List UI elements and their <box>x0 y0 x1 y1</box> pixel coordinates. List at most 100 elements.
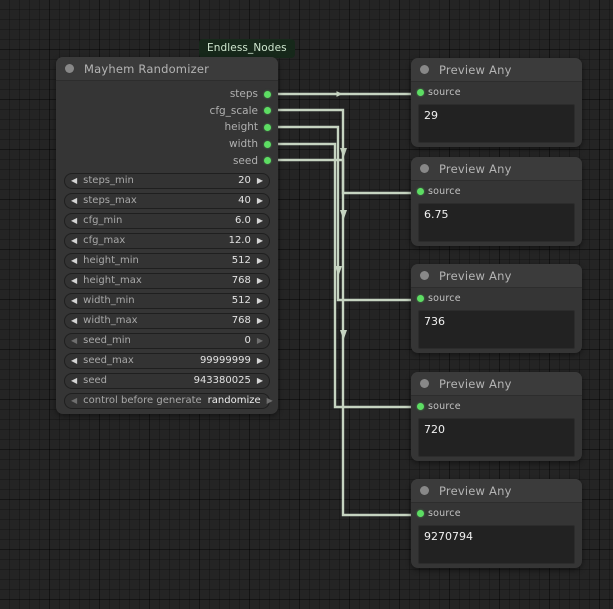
output-slot-seed[interactable]: seed <box>56 152 278 169</box>
widget-steps-max[interactable]: ◀ steps_max 40 ▶ <box>64 192 270 209</box>
node-title-bar[interactable]: Preview Any <box>411 58 582 82</box>
widget-value[interactable]: 99999999 <box>199 355 251 367</box>
preview-output-box[interactable]: 720 <box>418 418 575 457</box>
node-title-bar[interactable]: Preview Any <box>411 372 582 396</box>
widget-value[interactable]: 512 <box>231 255 251 267</box>
circle-dot-icon[interactable] <box>420 379 429 388</box>
node-title-label: Preview Any <box>439 161 512 176</box>
node-title-bar[interactable]: Mayhem Randomizer <box>56 57 278 81</box>
preview-output-box[interactable]: 9270794 <box>418 525 575 564</box>
output-slot-cfg-scale[interactable]: cfg_scale <box>56 103 278 120</box>
widget-value[interactable]: 20 <box>238 175 251 187</box>
input-connector-dot[interactable] <box>417 294 424 302</box>
circle-dot-icon[interactable] <box>420 486 429 495</box>
widget-cfg-min[interactable]: ◀ cfg_min 6.0 ▶ <box>64 212 270 229</box>
previous-option-arrow-icon[interactable]: ◀ <box>71 395 78 405</box>
decrement-arrow-icon[interactable]: ◀ <box>71 295 78 305</box>
widget-value[interactable]: 943380025 <box>193 375 251 387</box>
node-title-bar[interactable]: Preview Any <box>411 264 582 288</box>
node-preview-any-5[interactable]: Preview Any source 9270794 <box>411 479 582 568</box>
input-connector-dot[interactable] <box>417 187 424 195</box>
node-title-bar[interactable]: Preview Any <box>411 479 582 503</box>
node-preview-any-2[interactable]: Preview Any source 6.75 <box>411 157 582 246</box>
increment-arrow-icon[interactable]: ▶ <box>256 275 263 285</box>
output-slot-steps[interactable]: steps <box>56 86 278 103</box>
widget-value[interactable]: 6.0 <box>234 215 251 227</box>
widget-seed[interactable]: ◀ seed 943380025 ▶ <box>64 372 270 389</box>
node-preview-any-4[interactable]: Preview Any source 720 <box>411 372 582 461</box>
widget-steps-min[interactable]: ◀ steps_min 20 ▶ <box>64 172 270 189</box>
widget-value[interactable]: 0 <box>244 335 251 347</box>
circle-dot-icon[interactable] <box>420 65 429 74</box>
increment-arrow-icon[interactable]: ▶ <box>256 355 263 365</box>
widget-value[interactable]: 768 <box>231 315 251 327</box>
increment-arrow-icon[interactable]: ▶ <box>256 315 263 325</box>
input-slot-label: source <box>428 507 461 519</box>
output-connector-dot[interactable] <box>263 140 271 148</box>
output-connector-dot[interactable] <box>263 90 271 98</box>
decrement-arrow-icon[interactable]: ◀ <box>71 255 78 265</box>
increment-arrow-icon[interactable]: ▶ <box>256 375 263 385</box>
widget-label: width_max <box>83 315 138 327</box>
widget-value[interactable]: 512 <box>231 295 251 307</box>
input-slot-source[interactable]: source <box>411 288 582 308</box>
decrement-arrow-icon[interactable]: ◀ <box>71 335 78 345</box>
decrement-arrow-icon[interactable]: ◀ <box>71 355 78 365</box>
input-connector-dot[interactable] <box>417 402 424 410</box>
input-slot-source[interactable]: source <box>411 181 582 201</box>
decrement-arrow-icon[interactable]: ◀ <box>71 175 78 185</box>
output-slot-height[interactable]: height <box>56 119 278 136</box>
widget-cfg-max[interactable]: ◀ cfg_max 12.0 ▶ <box>64 232 270 249</box>
preview-output-box[interactable]: 736 <box>418 310 575 349</box>
input-connector-dot[interactable] <box>417 509 424 517</box>
node-preview-any-1[interactable]: Preview Any source 29 <box>411 58 582 147</box>
increment-arrow-icon[interactable]: ▶ <box>256 215 263 225</box>
node-preview-any-3[interactable]: Preview Any source 736 <box>411 264 582 353</box>
widget-width-max[interactable]: ◀ width_max 768 ▶ <box>64 312 270 329</box>
output-connector-dot[interactable] <box>263 157 271 165</box>
widget-value[interactable]: 768 <box>231 275 251 287</box>
decrement-arrow-icon[interactable]: ◀ <box>71 375 78 385</box>
widget-height-min[interactable]: ◀ height_min 512 ▶ <box>64 252 270 269</box>
decrement-arrow-icon[interactable]: ◀ <box>71 195 78 205</box>
widget-seed-max[interactable]: ◀ seed_max 99999999 ▶ <box>64 352 270 369</box>
output-slot-label: height <box>224 121 258 134</box>
node-title-bar[interactable]: Preview Any <box>411 157 582 181</box>
input-slot-source[interactable]: source <box>411 503 582 523</box>
increment-arrow-icon[interactable]: ▶ <box>256 255 263 265</box>
decrement-arrow-icon[interactable]: ◀ <box>71 235 78 245</box>
decrement-arrow-icon[interactable]: ◀ <box>71 215 78 225</box>
output-connector-dot[interactable] <box>263 107 271 115</box>
widget-value[interactable]: 40 <box>238 195 251 207</box>
input-slot-source[interactable]: source <box>411 396 582 416</box>
input-connector-dot[interactable] <box>417 88 424 96</box>
widget-control-before-generate[interactable]: ◀ control before generate randomize ▶ <box>64 392 273 409</box>
widget-seed-min[interactable]: ◀ seed_min 0 ▶ <box>64 332 270 349</box>
widget-value[interactable]: 12.0 <box>228 235 251 247</box>
decrement-arrow-icon[interactable]: ◀ <box>71 315 78 325</box>
next-option-arrow-icon[interactable]: ▶ <box>266 395 273 405</box>
preview-output-box[interactable]: 6.75 <box>418 203 575 242</box>
increment-arrow-icon[interactable]: ▶ <box>256 235 263 245</box>
widget-value[interactable]: randomize <box>207 395 261 407</box>
circle-dot-icon[interactable] <box>65 64 74 73</box>
widget-label: cfg_max <box>83 235 126 247</box>
increment-arrow-icon[interactable]: ▶ <box>256 195 263 205</box>
output-slot-label: seed <box>232 154 258 167</box>
increment-arrow-icon[interactable]: ▶ <box>256 335 263 345</box>
circle-dot-icon[interactable] <box>420 164 429 173</box>
circle-dot-icon[interactable] <box>420 271 429 280</box>
widget-height-max[interactable]: ◀ height_max 768 ▶ <box>64 272 270 289</box>
output-connector-dot[interactable] <box>263 123 271 131</box>
group-title-badge[interactable]: Endless_Nodes <box>199 39 295 58</box>
preview-value-text: 9270794 <box>424 530 473 543</box>
node-mayhem-randomizer[interactable]: Mayhem Randomizer steps cfg_scale height… <box>56 57 278 414</box>
decrement-arrow-icon[interactable]: ◀ <box>71 275 78 285</box>
input-slot-source[interactable]: source <box>411 82 582 102</box>
widget-width-min[interactable]: ◀ width_min 512 ▶ <box>64 292 270 309</box>
increment-arrow-icon[interactable]: ▶ <box>256 175 263 185</box>
increment-arrow-icon[interactable]: ▶ <box>256 295 263 305</box>
preview-output-box[interactable]: 29 <box>418 104 575 143</box>
output-slot-width[interactable]: width <box>56 136 278 153</box>
